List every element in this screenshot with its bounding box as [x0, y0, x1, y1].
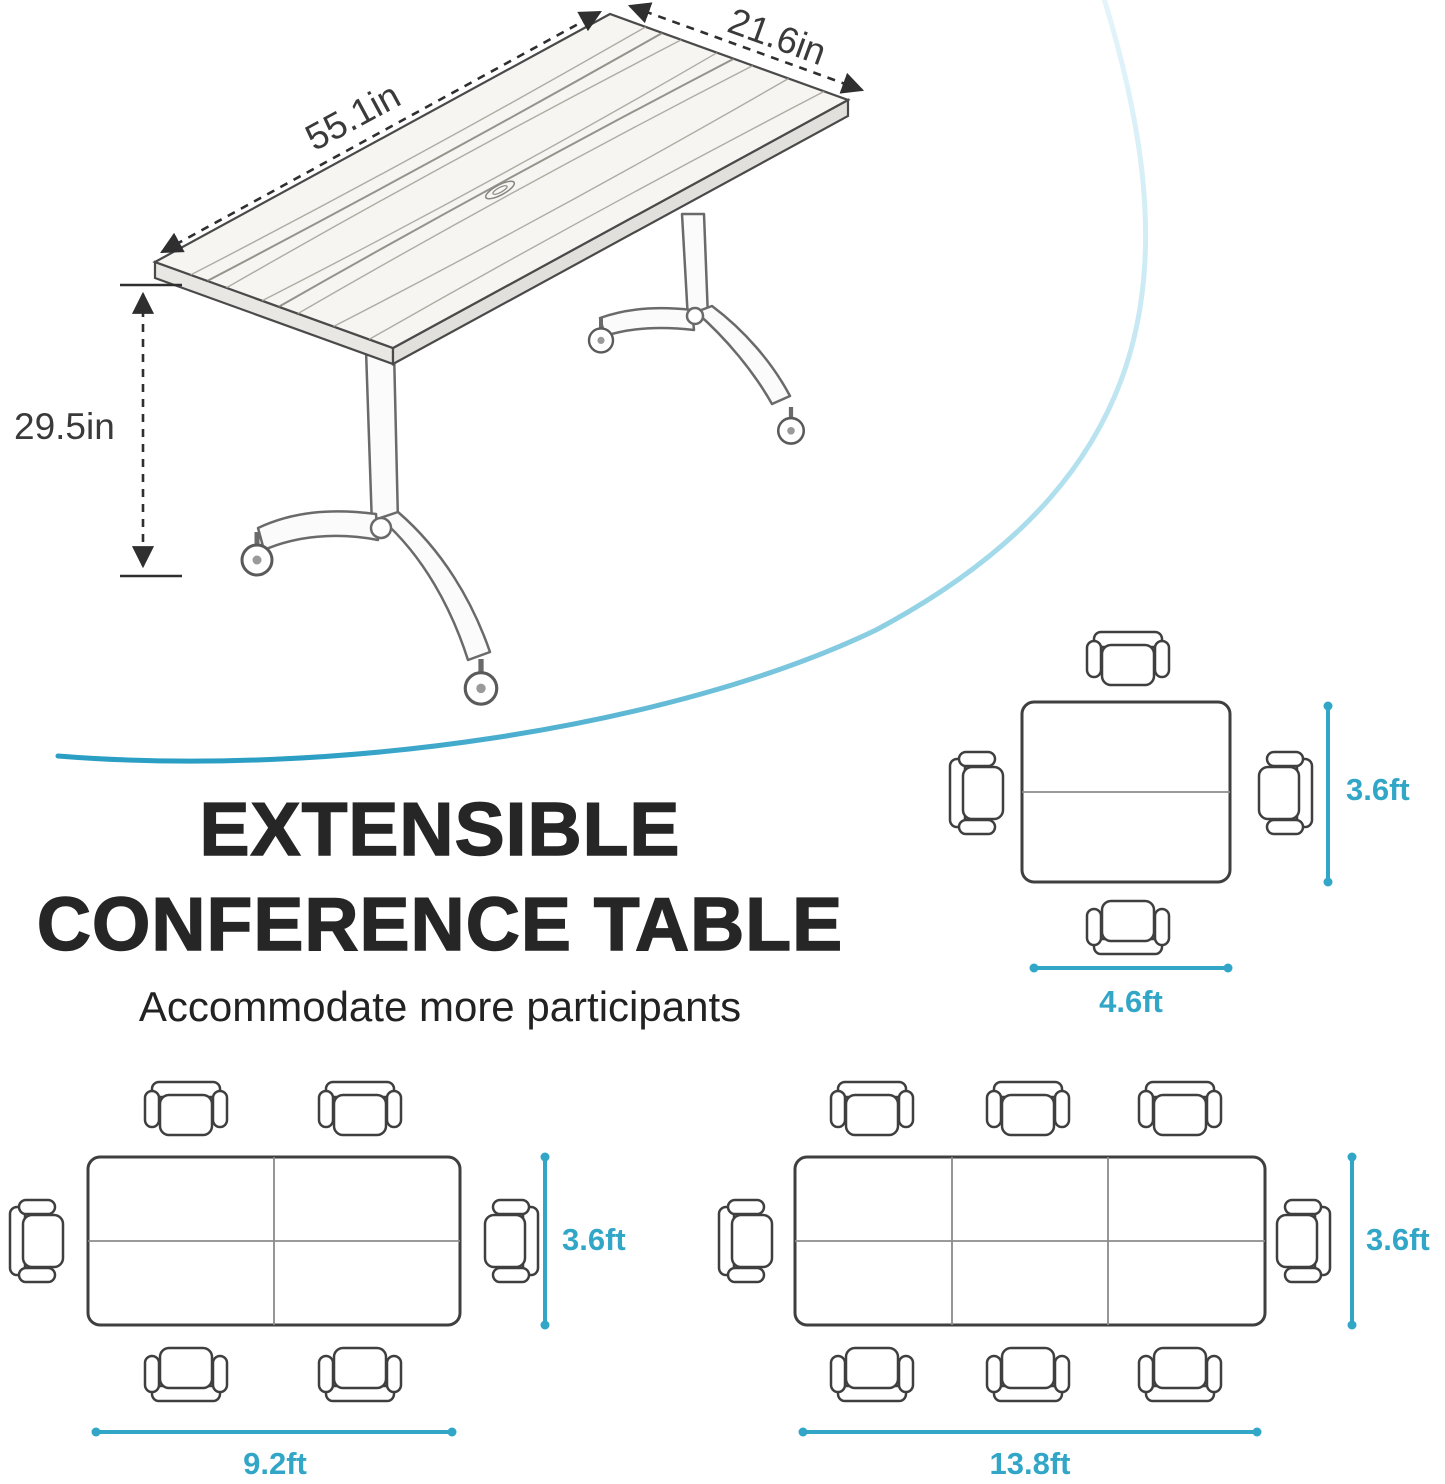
chair-icon	[1085, 899, 1171, 956]
triple-width-label: 13.8ft	[989, 1446, 1071, 1481]
table-illustration	[120, 2, 865, 704]
chair-icon	[317, 1346, 403, 1403]
table-top-view	[1020, 700, 1232, 884]
triple-depth-label: 3.6ft	[1366, 1222, 1430, 1257]
caster-wheel-icon	[778, 407, 804, 444]
chair-icon	[717, 1198, 774, 1284]
single-width-label: 4.6ft	[1099, 984, 1163, 1019]
table-front-leg	[242, 348, 497, 704]
table-top-surface	[152, 12, 851, 366]
chair-icon	[143, 1080, 229, 1137]
width-dimension-line	[627, 2, 865, 94]
width-dimension-line	[1029, 963, 1233, 973]
double-depth-label: 3.6ft	[562, 1222, 626, 1257]
double-width-label: 9.2ft	[243, 1446, 307, 1481]
layout-diagram-single	[948, 630, 1333, 973]
page-subtitle: Accommodate more participants	[138, 983, 742, 1030]
chair-icon	[1275, 1198, 1332, 1284]
page-title-line2: CONFERENCE TABLE	[36, 881, 844, 966]
caster-wheel-icon	[465, 659, 497, 704]
accent-arc	[55, 0, 1149, 764]
chair-icon	[985, 1080, 1071, 1137]
chair-icon	[1137, 1080, 1223, 1137]
chair-icon	[1257, 750, 1314, 836]
chair-icon	[483, 1198, 540, 1284]
table-height-label: 29.5in	[14, 406, 115, 447]
chair-icon	[985, 1346, 1071, 1403]
table-top-view	[86, 1155, 462, 1327]
layout-diagram-triple	[717, 1080, 1357, 1437]
chair-icon	[948, 750, 1005, 836]
chair-icon	[829, 1346, 915, 1403]
chair-icon	[829, 1080, 915, 1137]
table-back-leg	[589, 212, 804, 444]
chair-icon	[143, 1346, 229, 1403]
height-dimension-line	[120, 283, 182, 578]
chair-icon	[1085, 630, 1171, 687]
heading-block: EXTENSIBLE CONFERENCE TABLE Accommodate …	[0, 782, 880, 1031]
chair-icon	[317, 1080, 403, 1137]
page-title-line1: EXTENSIBLE	[199, 786, 681, 871]
chair-icon	[8, 1198, 65, 1284]
chair-icon	[1137, 1346, 1223, 1403]
layout-diagram-double	[8, 1080, 550, 1437]
depth-dimension-line	[540, 1152, 550, 1330]
table-top-view	[793, 1155, 1267, 1327]
depth-dimension-line	[1347, 1152, 1357, 1330]
width-dimension-line	[91, 1427, 457, 1437]
depth-dimension-line	[1323, 701, 1333, 887]
width-dimension-line	[798, 1427, 1262, 1437]
single-depth-label: 3.6ft	[1346, 772, 1410, 807]
